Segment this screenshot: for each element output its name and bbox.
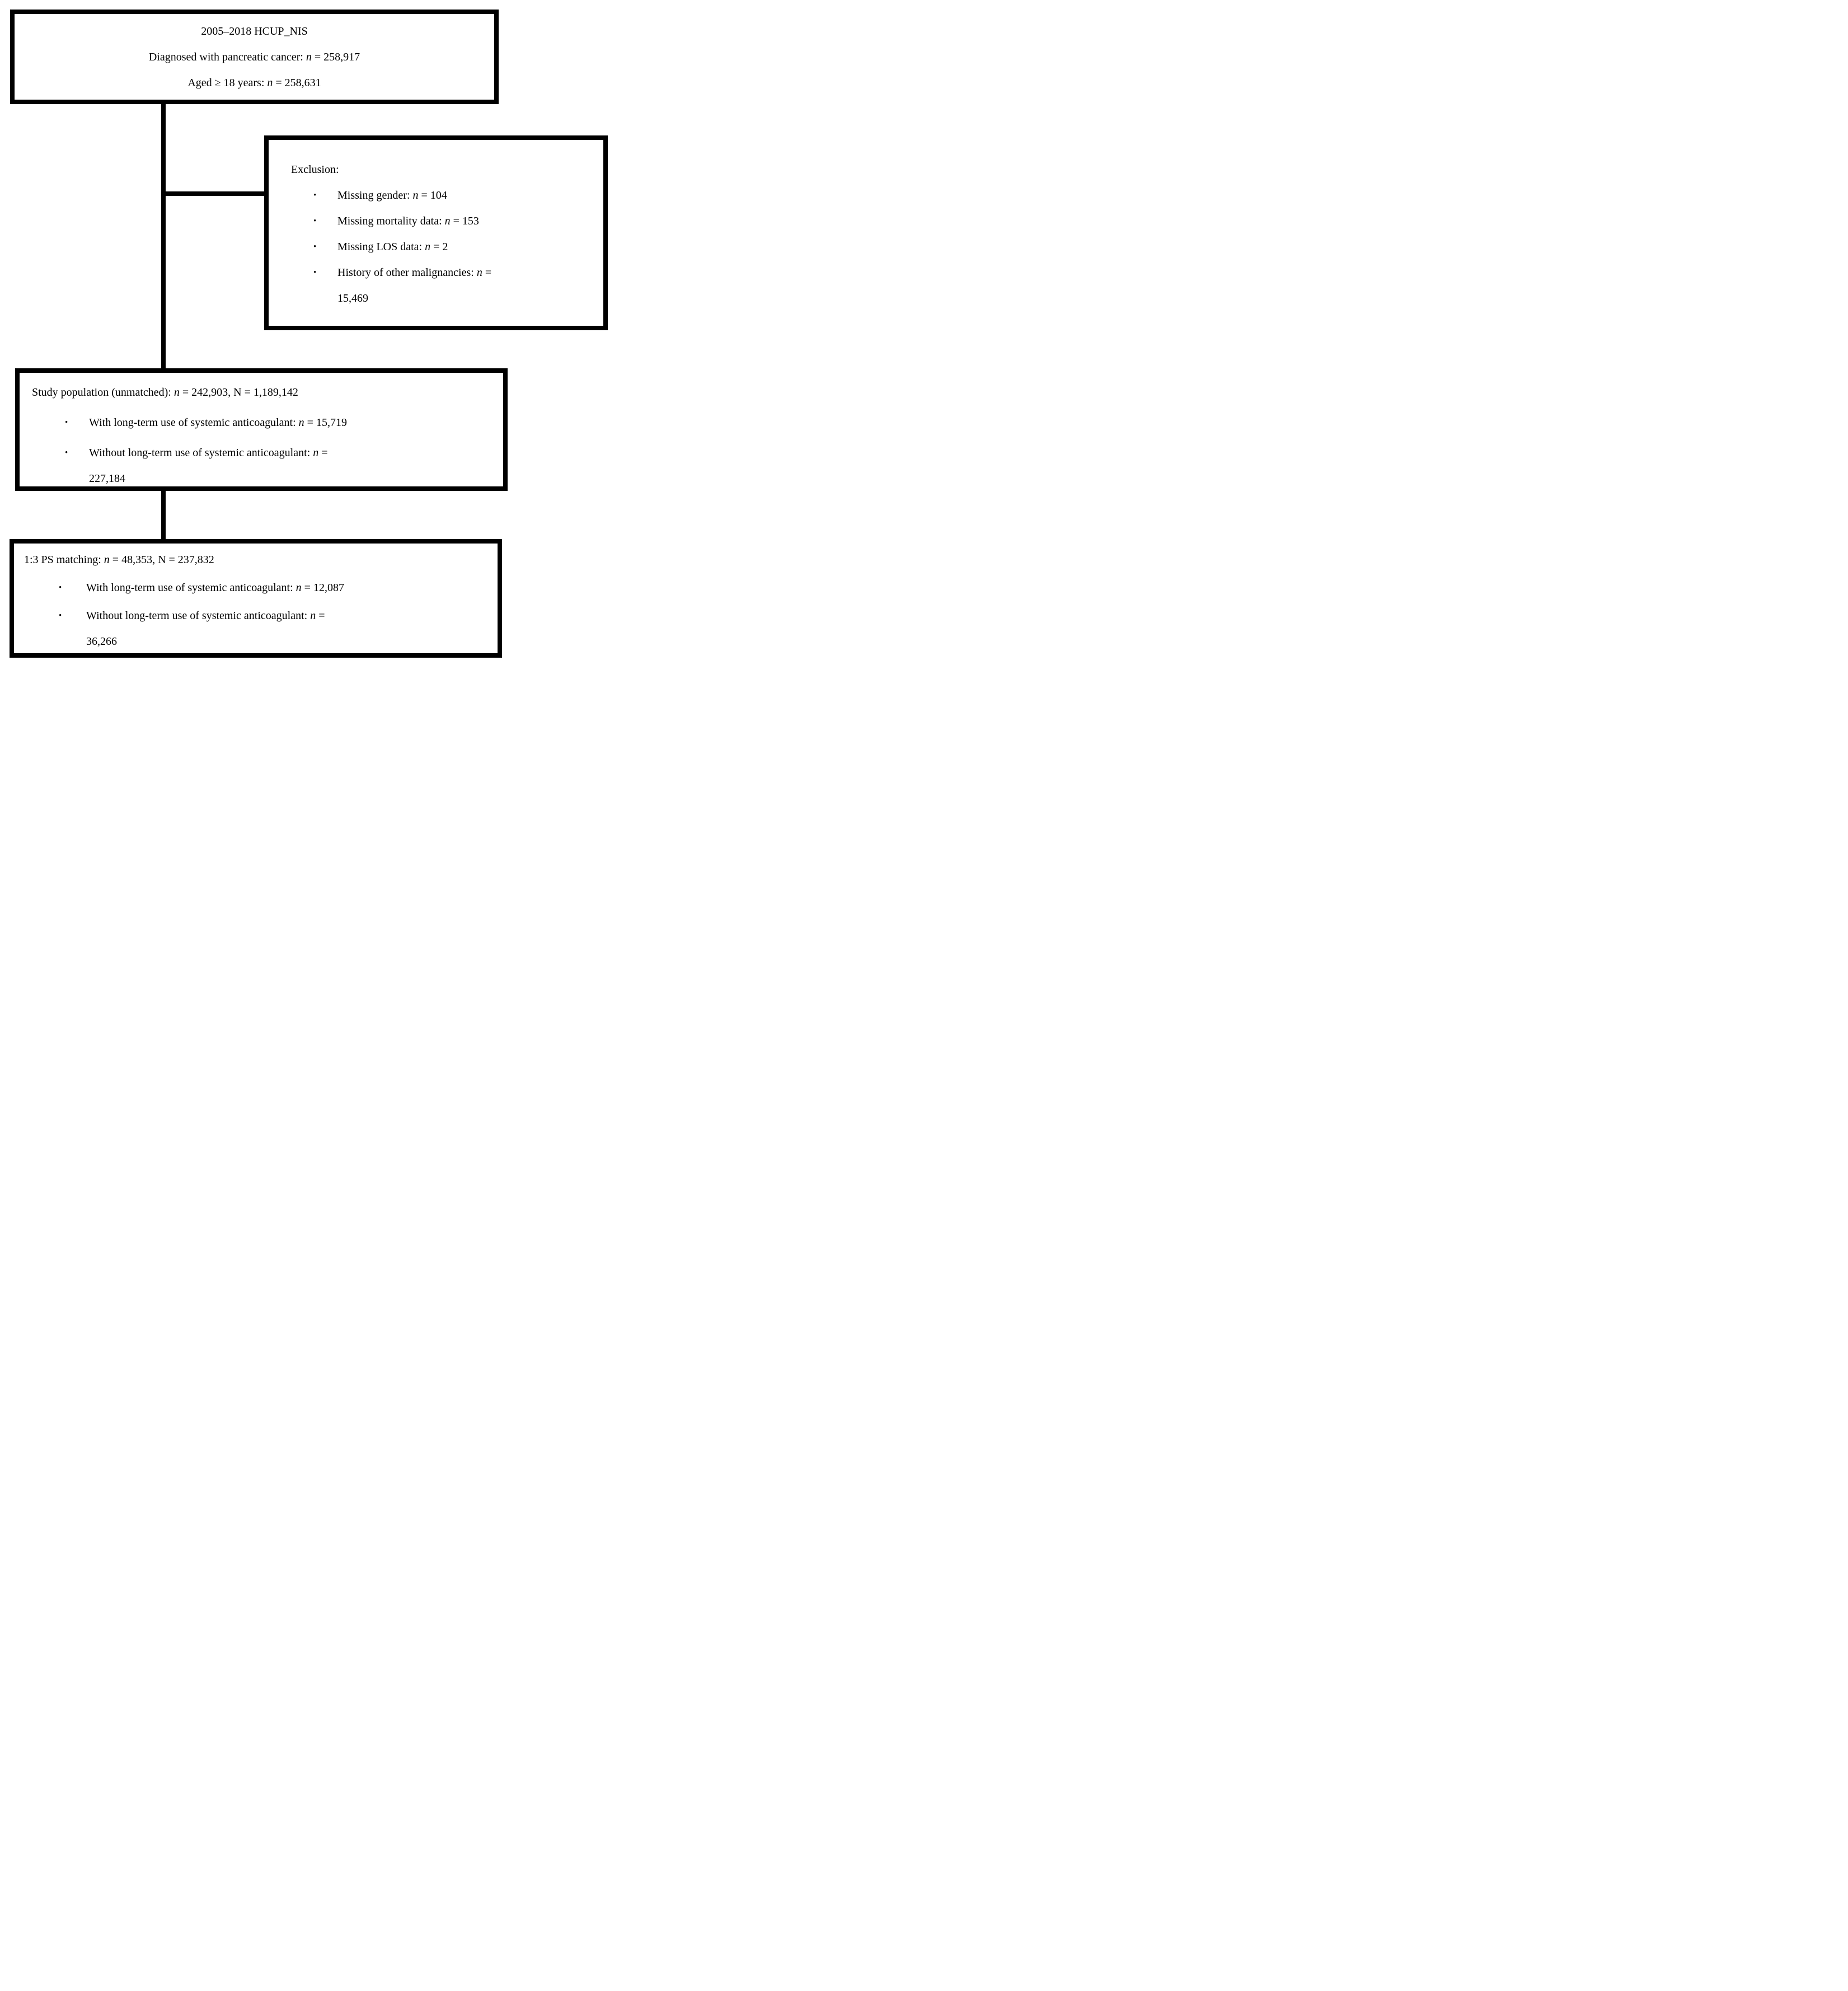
study-item-with-anticoagulant: • With long-term use of systemic anticoa… (20, 410, 503, 435)
match-item-with-anticoagulant: • With long-term use of systemic anticoa… (14, 575, 498, 601)
study-population-box: Study population (unmatched): n = 242,90… (15, 368, 508, 491)
item-text: Without long-term use of systemic antico… (86, 610, 325, 622)
bullet-marker: • (65, 418, 68, 427)
bullet-marker: • (313, 242, 317, 251)
dataset-label: 2005–2018 HCUP_NIS (201, 25, 308, 38)
study-item-without-anticoagulant-count: 227,184 (89, 472, 125, 485)
ps-matching-box: 1:3 PS matching: n = 48,353, N = 237,832… (10, 539, 502, 658)
n-symbol: n (425, 241, 431, 253)
connector-branch-to-exclusion (163, 191, 266, 196)
n-symbol: n (476, 266, 482, 279)
exclusion-item-missing-gender: • Missing gender: n = 104 (269, 182, 603, 208)
bullet-marker: • (313, 191, 317, 200)
bullet-marker: • (313, 217, 317, 226)
item-text: History of other malignancies: n = (337, 266, 492, 279)
n-symbol: n (298, 416, 304, 429)
study-flow-diagram: 2005–2018 HCUP_NIS Diagnosed with pancre… (0, 0, 616, 664)
study-item-without-anticoagulant: • Without long-term use of systemic anti… (20, 440, 503, 466)
bullet-marker: • (65, 448, 68, 457)
n-symbol: n (310, 610, 316, 622)
N-symbol: N (158, 554, 166, 566)
n-symbol: n (412, 189, 419, 202)
n-symbol: n (444, 215, 451, 227)
exclusion-item-other-malignancies: • History of other malignancies: n = (269, 260, 603, 285)
exclusion-item-other-malignancies-count: 15,469 (337, 292, 368, 304)
n-symbol: n (267, 77, 273, 89)
item-text: Missing gender: n = 104 (337, 189, 447, 202)
exclusion-item-missing-mortality: • Missing mortality data: n = 153 (269, 208, 603, 234)
source-line-dataset: 2005–2018 HCUP_NIS (15, 18, 494, 44)
bullet-marker: • (313, 268, 317, 277)
match-item-without-anticoagulant-count: 36,266 (86, 635, 117, 648)
item-text: With long-term use of systemic anticoagu… (86, 582, 344, 594)
n-symbol: n (173, 386, 180, 399)
item-text: Missing LOS data: n = 2 (337, 241, 448, 253)
ps-matching-title: 1:3 PS matching: n = 48,353, N = 237,832 (24, 554, 214, 566)
source-cohort-box: 2005–2018 HCUP_NIS Diagnosed with pancre… (10, 10, 499, 104)
item-text: Without long-term use of systemic antico… (89, 447, 328, 459)
bullet-marker: • (59, 611, 62, 620)
diagnosed-label: Diagnosed with pancreatic cancer: (148, 51, 306, 63)
bullet-marker: • (59, 583, 62, 592)
source-line-diagnosed: Diagnosed with pancreatic cancer: n = 25… (15, 44, 494, 70)
exclusion-box: Exclusion: • Missing gender: n = 104 • M… (264, 135, 608, 330)
N-symbol: N (233, 386, 242, 399)
n-symbol: n (104, 554, 110, 566)
age-count: = 258,631 (273, 77, 321, 89)
source-line-age: Aged ≥ 18 years: n = 258,631 (15, 70, 494, 96)
exclusion-heading: Exclusion: (291, 163, 339, 176)
n-symbol: n (306, 51, 312, 63)
diagnosed-count: = 258,917 (311, 51, 360, 63)
age-label: Aged ≥ 18 years: (187, 77, 268, 89)
item-text: With long-term use of systemic anticoagu… (89, 416, 347, 429)
n-symbol: n (313, 447, 319, 459)
item-text: Missing mortality data: n = 153 (337, 215, 479, 227)
study-population-title: Study population (unmatched): n = 242,90… (32, 386, 298, 399)
exclusion-item-missing-los: • Missing LOS data: n = 2 (269, 234, 603, 260)
n-symbol: n (296, 582, 302, 594)
connector-studybox-to-matchbox (161, 491, 166, 539)
connector-topbox-to-studybox (161, 104, 166, 368)
match-item-without-anticoagulant: • Without long-term use of systemic anti… (14, 603, 498, 629)
